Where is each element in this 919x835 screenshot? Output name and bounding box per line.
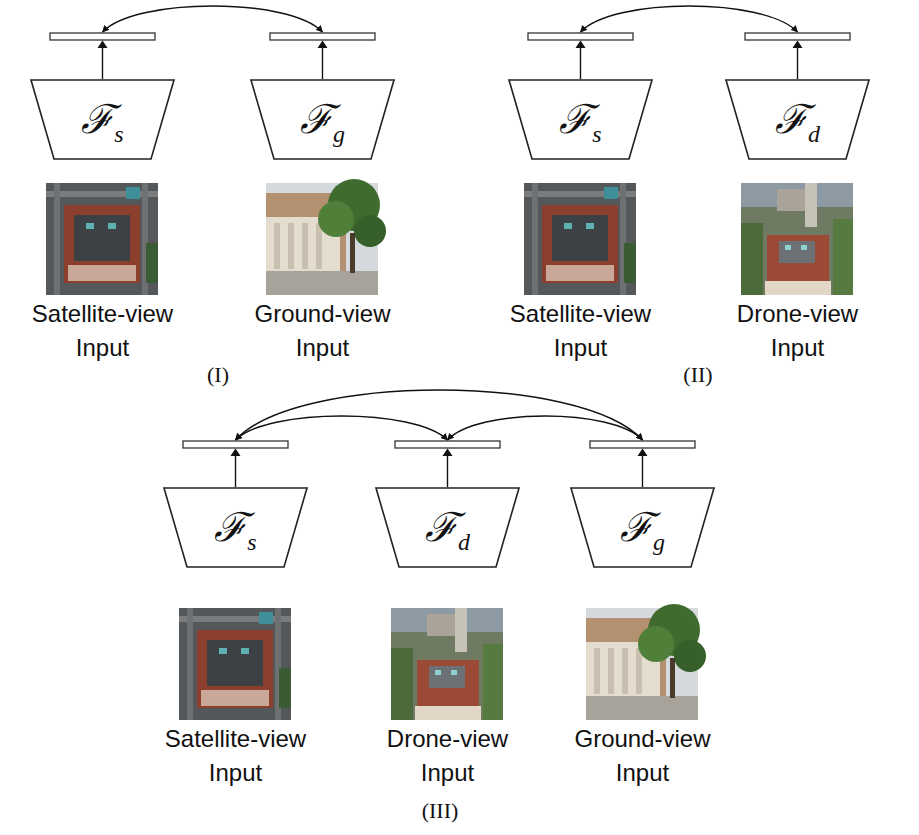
encoder-shape [375,440,520,568]
trapezoid [509,80,652,159]
view-caption: Satellite-view Input [148,722,323,790]
encoder-shape [508,32,653,160]
encoder-block: ℱs [508,32,653,160]
feature-arrow [797,47,798,79]
feature-bar [50,33,155,40]
feature-arrowhead [443,449,453,457]
trapezoid [31,80,174,159]
drone-image [391,608,503,720]
encoder-text-holder: ℱs [163,488,308,568]
view-caption: Drone-view Input [710,297,885,365]
encoder-symbol: ℱs [214,508,256,548]
subscript: s [247,529,256,555]
feature-arrow [322,47,323,79]
subscript: g [333,121,345,147]
feature-bar [590,441,695,448]
feature-arrowhead [576,41,586,49]
encoder-text-holder: ℱd [725,80,870,160]
encoder-block: ℱg [250,32,395,160]
feature-arrow [447,455,448,487]
matching-arc [236,390,643,440]
encoder-block: ℱs [163,440,308,568]
encoder-symbol: ℱs [81,100,123,140]
matching-arc [236,416,448,440]
feature-arrow [642,455,643,487]
encoder-symbol: ℱg [300,100,345,140]
panel-label: (I) [178,362,258,388]
feature-arrowhead [231,449,241,457]
encoder-shape [725,32,870,160]
satellite-image [46,183,158,295]
subscript: g [653,529,665,555]
encoder-block: ℱg [570,440,715,568]
encoder-text-holder: ℱg [250,80,395,160]
encoder-text-holder: ℱs [30,80,175,160]
encoder-shape [30,32,175,160]
panel-label: (II) [658,362,738,388]
feature-arrowhead [318,41,328,49]
feature-bar [395,441,500,448]
subscript: d [458,529,470,555]
view-caption: Satellite-view Input [493,297,668,365]
trapezoid [726,80,869,159]
trapezoid [164,488,307,567]
encoder-block: ℱd [375,440,520,568]
satellite-image [179,608,291,720]
feature-arrow [102,47,103,79]
feature-bar [528,33,633,40]
encoder-text-holder: ℱs [508,80,653,160]
view-caption: Satellite-view Input [15,297,190,365]
feature-arrow [580,47,581,79]
matching-arc [103,6,323,32]
panel-label: (III) [400,798,480,824]
subscript: d [808,121,820,147]
satellite-image [524,183,636,295]
encoder-shape [570,440,715,568]
matching-arc [581,6,798,32]
feature-bar [270,33,375,40]
drone-image [741,183,853,295]
feature-arrowhead [638,449,648,457]
encoder-block: ℱs [30,32,175,160]
feature-arrowhead [793,41,803,49]
encoder-symbol: ℱd [775,100,820,140]
feature-bar [745,33,850,40]
encoder-block: ℱd [725,32,870,160]
feature-arrow [235,455,236,487]
encoder-shape [250,32,395,160]
ground-image [586,604,706,720]
encoder-symbol: ℱd [425,508,470,548]
view-caption: Ground-view Input [235,297,410,365]
subscript: s [592,121,601,147]
encoder-shape [163,440,308,568]
feature-bar [183,441,288,448]
encoder-text-holder: ℱg [570,488,715,568]
feature-arrowhead [98,41,108,49]
trapezoid [571,488,714,567]
encoder-symbol: ℱs [559,100,601,140]
encoder-symbol: ℱg [620,508,665,548]
view-caption: Drone-view Input [360,722,535,790]
view-caption: Ground-view Input [555,722,730,790]
encoder-text-holder: ℱd [375,488,520,568]
subscript: s [114,121,123,147]
trapezoid [251,80,394,159]
trapezoid [376,488,519,567]
ground-image [266,179,386,295]
